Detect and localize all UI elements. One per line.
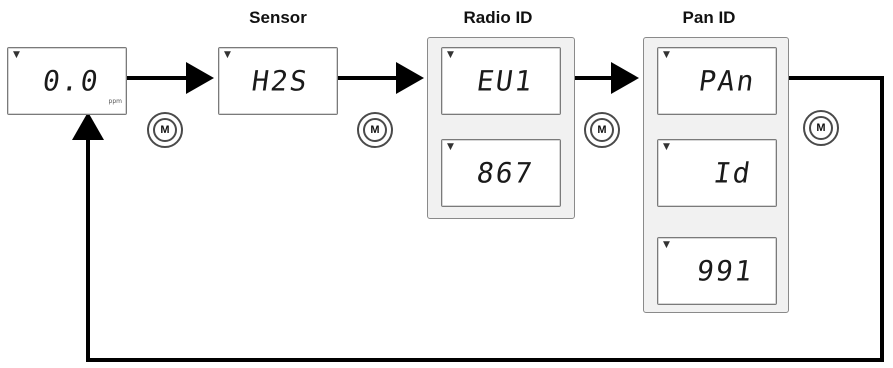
display-radio-1-value: EU1 (475, 64, 537, 98)
display-pan-3-value: 991 (695, 254, 757, 288)
display-pan-1: ▼ PAn (657, 47, 777, 115)
display-sensor: ▼ H2S (218, 47, 338, 115)
heading-radio-id: Radio ID (463, 8, 533, 27)
display-radio-2-value: 867 (475, 156, 537, 190)
antenna-icon: ▼ (663, 50, 670, 60)
mode-button-label: M (590, 118, 614, 142)
heading-pan-id: Pan ID (682, 8, 736, 27)
mode-button-4[interactable]: M (803, 110, 839, 146)
display-pan-2-value: Id (711, 156, 755, 190)
antenna-icon: ▼ (447, 142, 454, 152)
loop-back-line (72, 76, 884, 362)
display-pan-1-value: PAn (697, 64, 759, 98)
mode-button-1[interactable]: M (147, 112, 183, 148)
mode-button-3[interactable]: M (584, 112, 620, 148)
display-pan-3: ▼ 991 (657, 237, 777, 305)
display-radio-2: ▼ 867 (441, 139, 561, 207)
heading-sensor: Sensor (249, 8, 307, 27)
antenna-icon: ▼ (224, 50, 231, 60)
antenna-icon: ▼ (13, 50, 20, 60)
display-pan-2: ▼ Id (657, 139, 777, 207)
mode-button-label: M (153, 118, 177, 142)
antenna-icon: ▼ (663, 240, 670, 250)
mode-button-2[interactable]: M (357, 112, 393, 148)
antenna-icon: ▼ (447, 50, 454, 60)
antenna-icon: ▼ (663, 142, 670, 152)
display-reading-unit: ppm (108, 98, 122, 105)
display-sensor-value: H2S (250, 64, 312, 98)
display-radio-1: ▼ EU1 (441, 47, 561, 115)
display-reading-value: 0.0 (41, 64, 103, 98)
mode-button-label: M (809, 116, 833, 140)
mode-button-label: M (363, 118, 387, 142)
display-reading: ▼ 0.0 ppm (7, 47, 127, 115)
